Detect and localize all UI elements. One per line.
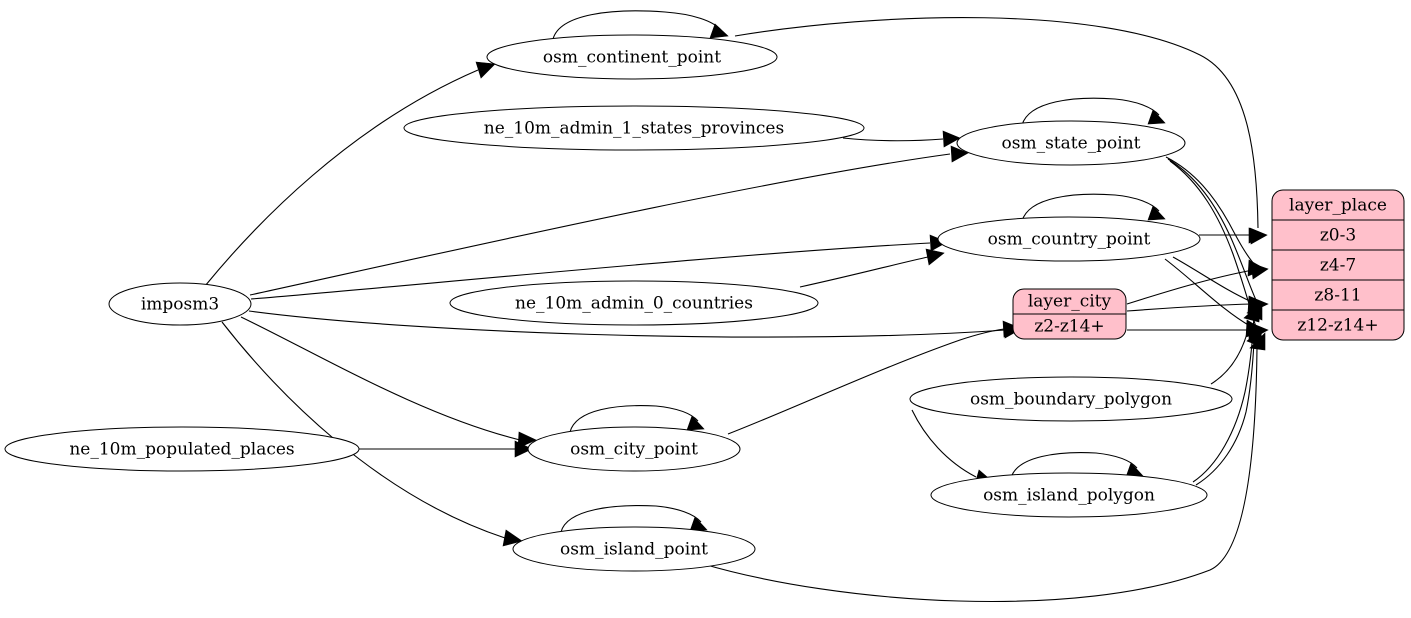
edge-osm_state_point-self-loop xyxy=(1021,97,1160,126)
edge-osm_continent_point-to-layer_place-z0-3 xyxy=(734,17,1259,229)
layer_place-row-title: layer_place xyxy=(1289,196,1387,216)
node-ne_10m_admin_0_countries[interactable]: ne_10m_admin_0_countries xyxy=(449,280,819,326)
edge-osm_country_point-to-layer_place-z12-z14 xyxy=(1164,258,1251,327)
edge-layer_city-to-layer_place-z8-11 xyxy=(1126,303,1253,312)
arrowhead xyxy=(517,431,537,449)
edge-layer_city-to-layer_place-z4-7 xyxy=(1126,269,1254,305)
node-label-imposm3: imposm3 xyxy=(141,295,219,315)
edge-osm_state_point-to-layer_place-z8-11 xyxy=(1167,158,1257,301)
node-layer: imposm3 ne_10m_populated_places ne_10m_a… xyxy=(4,34,1405,572)
node-ne_10m_admin_1_states_provinces[interactable]: ne_10m_admin_1_states_provinces xyxy=(403,105,865,151)
node-osm_city_point[interactable]: osm_city_point xyxy=(527,426,741,472)
arrowhead xyxy=(1249,332,1266,351)
edge-osm_city_point-self-loop xyxy=(569,405,699,433)
arrowhead xyxy=(475,61,496,79)
arrowhead xyxy=(1147,205,1166,221)
arrowhead xyxy=(1250,262,1269,280)
layer_place-row-z12-z14: z12-z14+ xyxy=(1297,316,1378,336)
edge-imposm3-to-osm_continent_point xyxy=(204,69,479,287)
node-osm_island_polygon[interactable]: osm_island_polygon xyxy=(930,472,1208,518)
edge-layer xyxy=(204,10,1269,603)
edge-imposm3-to-osm_city_point xyxy=(240,316,521,441)
node-label-osm_city_point: osm_city_point xyxy=(570,440,698,460)
edge-osm_state_point-to-layer_place-z4-7 xyxy=(1165,156,1256,266)
node-label-osm_continent_point: osm_continent_point xyxy=(543,48,721,68)
edge-osm_boundary_polygon-to-layer_place-z8-11 xyxy=(1210,321,1251,385)
arrowhead xyxy=(942,130,961,148)
arrowhead xyxy=(514,440,533,458)
arrowhead xyxy=(925,248,945,266)
layer_place-row-z8-11: z8-11 xyxy=(1314,286,1361,306)
edge-osm_island_point-self-loop xyxy=(560,505,702,533)
edge-osm_island_polygon-self-loop xyxy=(1010,452,1138,479)
layer_city-row-title: layer_city xyxy=(1028,292,1112,312)
edge-osm_boundary_polygon-to-osm_island_polygon xyxy=(911,409,977,478)
node-label-ne_10m_admin_0_countries: ne_10m_admin_0_countries xyxy=(515,294,753,314)
edge-osm_country_point-self-loop xyxy=(1021,193,1160,222)
node-label-osm_island_polygon: osm_island_polygon xyxy=(983,486,1155,506)
node-layer_city[interactable]: layer_city z2-z14+ xyxy=(1012,288,1127,340)
layer_place-row-z0-3: z0-3 xyxy=(1320,226,1356,246)
arrowhead xyxy=(1002,320,1021,338)
node-layer_place[interactable]: layer_place z0-3 z4-7 z8-11 z12-z14+ xyxy=(1271,189,1405,341)
edge-osm_island_polygon-to-layer_place-z12-z14 xyxy=(1195,341,1255,486)
arrowhead xyxy=(1246,302,1263,321)
edge-ne_10m_admin_0_countries-to-osm_country_point xyxy=(799,256,929,288)
arrowhead xyxy=(686,415,705,431)
node-label-osm_country_point: osm_country_point xyxy=(988,230,1151,250)
edge-imposm3-to-osm_country_point xyxy=(250,242,931,300)
node-ne_10m_populated_places[interactable]: ne_10m_populated_places xyxy=(4,426,360,472)
node-imposm3[interactable]: imposm3 xyxy=(108,282,252,326)
node-osm_boundary_polygon[interactable]: osm_boundary_polygon xyxy=(909,376,1233,422)
node-osm_state_point[interactable]: osm_state_point xyxy=(956,120,1186,166)
edge-osm_island_point-to-layer_place-z12-z14 xyxy=(699,347,1258,603)
layer_place-row-z4-7: z4-7 xyxy=(1320,256,1356,276)
node-label-ne_10m_admin_1_states_provinces: ne_10m_admin_1_states_provinces xyxy=(484,119,784,139)
layer_city-row-z2-z14: z2-z14+ xyxy=(1034,317,1104,337)
arrowhead xyxy=(950,145,969,163)
node-label-ne_10m_populated_places: ne_10m_populated_places xyxy=(69,440,294,460)
edge-imposm3-to-layer_city xyxy=(248,310,1006,338)
node-label-osm_island_point: osm_island_point xyxy=(560,540,708,560)
edge-ne_10m_admin_1_states_provinces-to-osm_state_point xyxy=(842,137,944,142)
edge-imposm3-to-osm_state_point xyxy=(249,153,951,296)
node-label-osm_state_point: osm_state_point xyxy=(1002,134,1141,154)
edge-osm_country_point-to-layer_place-z8-11 xyxy=(1172,256,1253,303)
node-osm_country_point[interactable]: osm_country_point xyxy=(937,216,1201,262)
node-label-osm_boundary_polygon: osm_boundary_polygon xyxy=(970,390,1172,410)
arrowhead xyxy=(1248,227,1267,244)
arrowhead xyxy=(1147,109,1166,125)
edge-osm_continent_point-self-loop xyxy=(552,10,722,40)
edge-osm_city_point-to-layer_city xyxy=(727,328,1005,435)
node-osm_continent_point[interactable]: osm_continent_point xyxy=(486,34,778,80)
arrowhead xyxy=(709,23,729,39)
arrowhead xyxy=(502,529,523,547)
node-osm_island_point[interactable]: osm_island_point xyxy=(512,526,756,572)
